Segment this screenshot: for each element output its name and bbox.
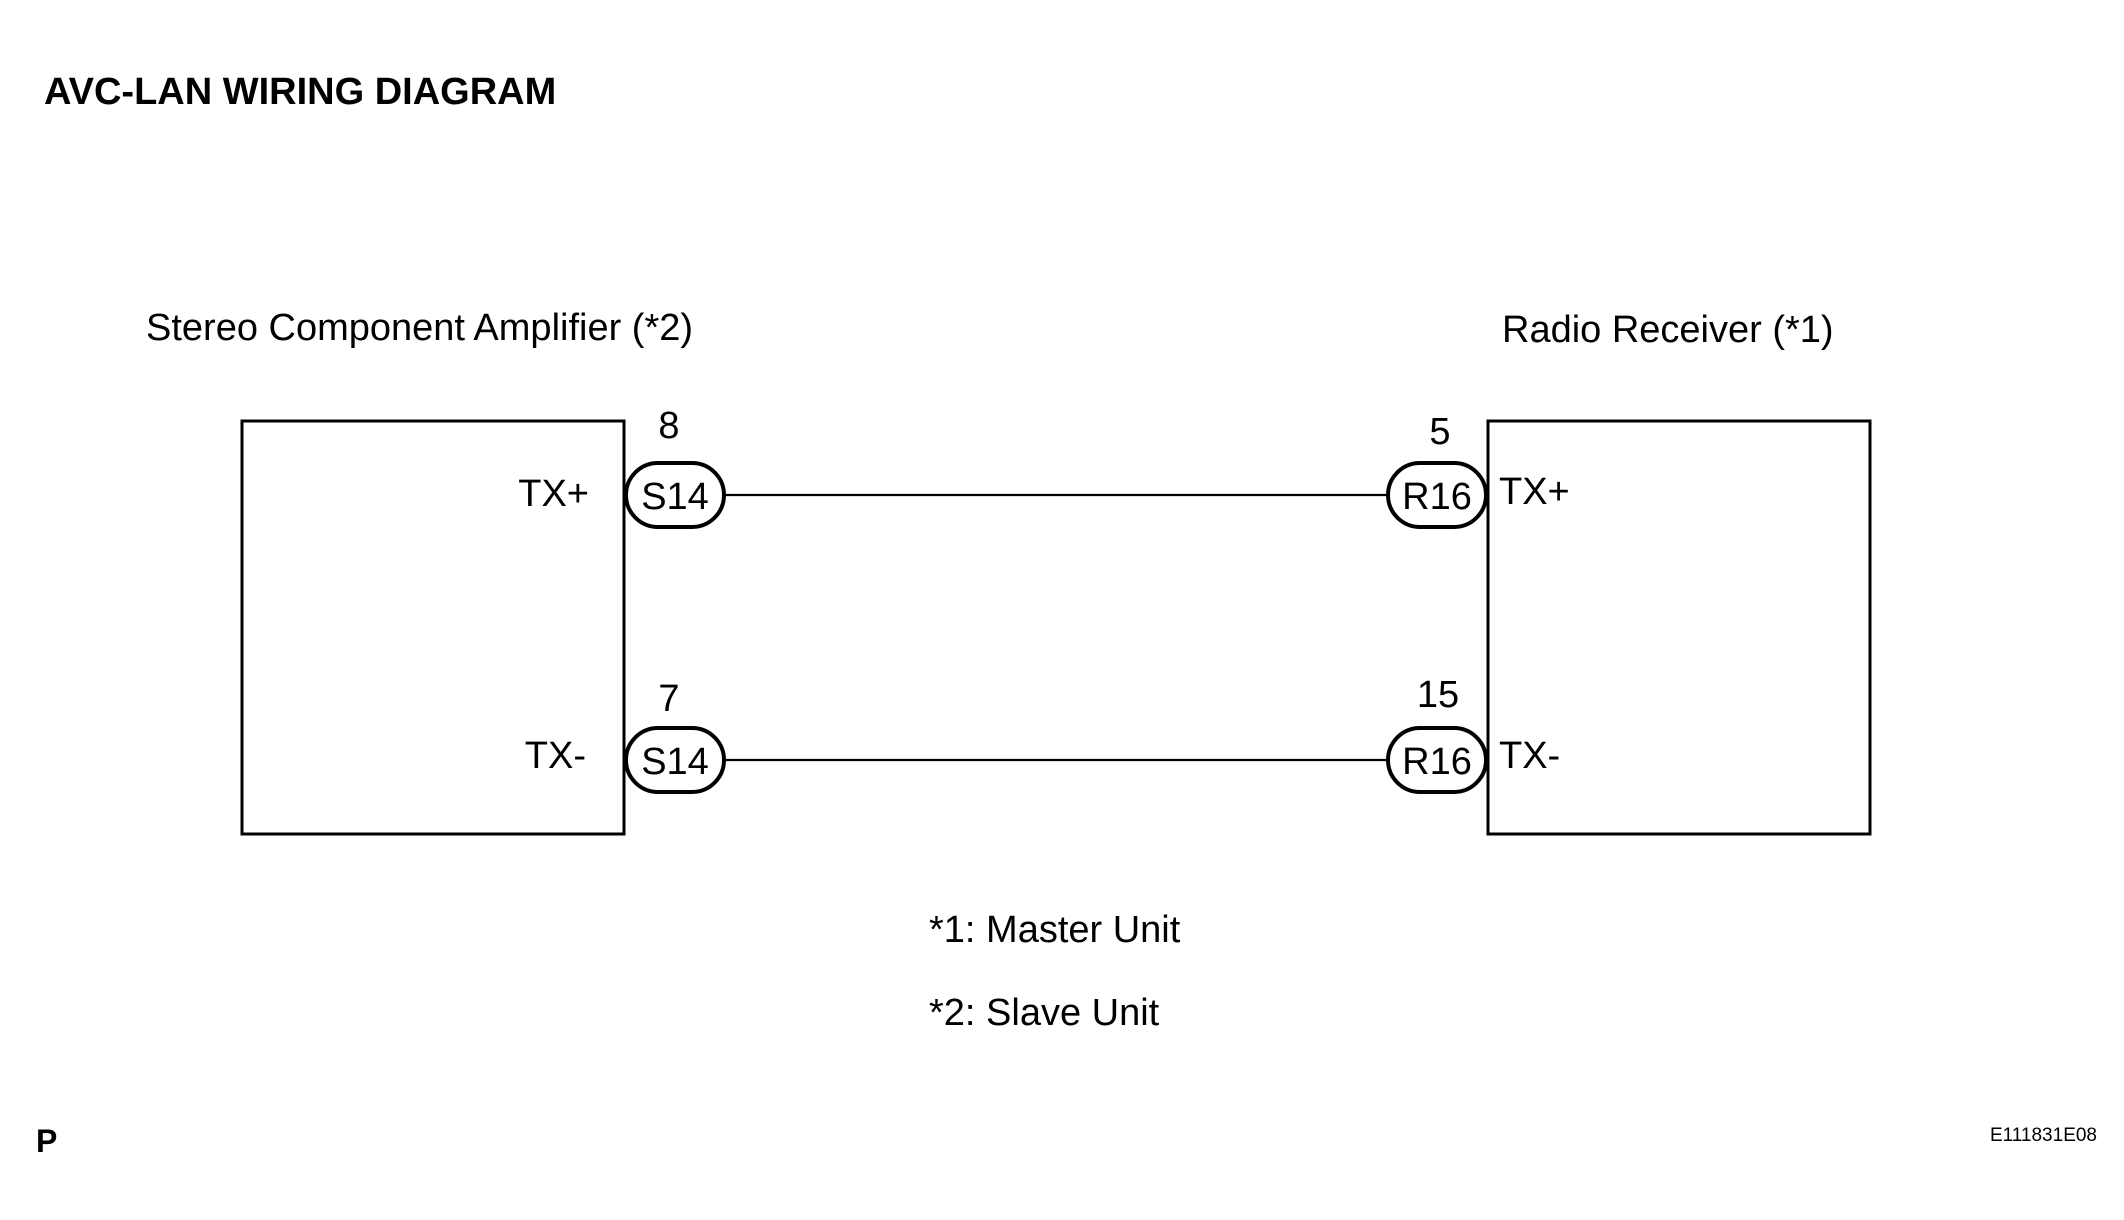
connector-s14-bottom-label: S14 — [641, 741, 709, 783]
stereo-amplifier-box — [240, 419, 626, 836]
right-pin-number-top: 5 — [1429, 411, 1450, 453]
connector-r16-bottom-label: R16 — [1402, 741, 1472, 783]
left-pin-number-top: 8 — [658, 405, 679, 447]
connector-s14-bottom: S14 — [624, 726, 726, 794]
diagram-title: AVC-LAN WIRING DIAGRAM — [44, 71, 556, 113]
radio-receiver-box — [1486, 419, 1872, 836]
left-terminal-tx-minus: TX- — [525, 735, 586, 777]
right-terminal-tx-plus: TX+ — [1499, 471, 1570, 513]
figure-code: E111831E08 — [1990, 1125, 2097, 1146]
note-slave-unit: *2: Slave Unit — [929, 992, 1160, 1034]
page-marker: P — [36, 1123, 57, 1159]
left-component-label: Stereo Component Amplifier (*2) — [146, 307, 693, 349]
connector-r16-top: R16 — [1386, 461, 1488, 529]
right-pin-number-bottom: 15 — [1417, 674, 1459, 716]
left-terminal-tx-plus: TX+ — [518, 473, 589, 515]
right-component-label: Radio Receiver (*1) — [1502, 309, 1834, 351]
connector-r16-top-label: R16 — [1402, 476, 1472, 518]
connector-s14-top: S14 — [624, 461, 726, 529]
note-master-unit: *1: Master Unit — [929, 909, 1181, 951]
left-pin-number-bottom: 7 — [658, 678, 679, 720]
connector-s14-top-label: S14 — [641, 476, 709, 518]
connector-r16-bottom: R16 — [1386, 726, 1488, 794]
right-terminal-tx-minus: TX- — [1499, 735, 1560, 777]
